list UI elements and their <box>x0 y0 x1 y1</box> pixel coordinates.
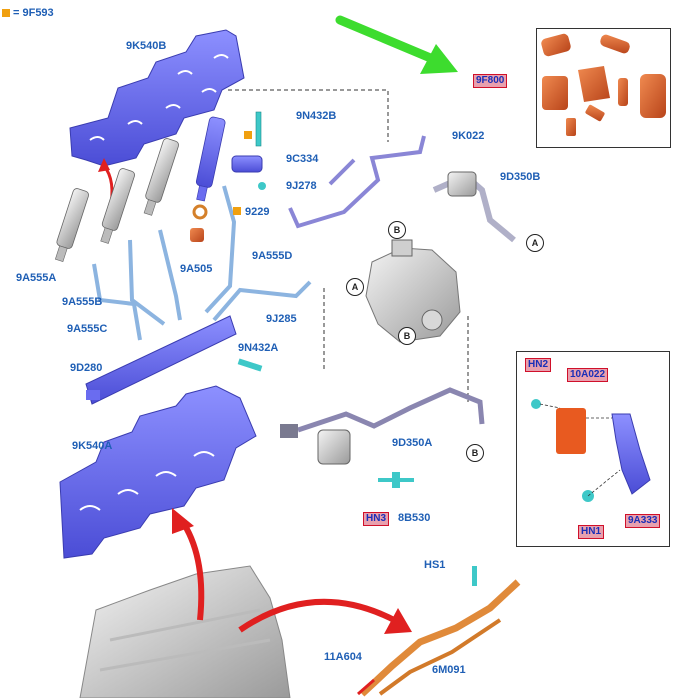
inset-label-bottom-mid[interactable]: HN1 <box>578 525 605 539</box>
upper-heat-shield <box>69 29 245 167</box>
label-9D350A[interactable]: 9D350A <box>392 437 433 449</box>
fuel-rail-part <box>85 315 237 405</box>
inset-label-bottom-right[interactable]: 9A333 <box>625 514 661 528</box>
bolt-hs1-part <box>472 566 477 586</box>
guide-lines <box>228 89 469 402</box>
callout-b-pump-side: B <box>398 327 416 345</box>
inset-frame <box>516 351 670 547</box>
legend-marker-icon <box>233 207 241 215</box>
label-9J278[interactable]: 9J278 <box>286 180 317 192</box>
label-9D280[interactable]: 9D280 <box>70 362 103 374</box>
sensor-part <box>231 155 263 173</box>
label-9K022[interactable]: 9K022 <box>452 130 485 142</box>
label-9K540B[interactable]: 9K540B <box>126 40 167 52</box>
label-9A555D[interactable]: 9A555D <box>252 250 293 262</box>
label-HS1[interactable]: HS1 <box>424 559 446 571</box>
sensor-seal-part <box>258 182 266 190</box>
rail-bolt-part <box>237 358 263 372</box>
label-9A555B[interactable]: 9A555B <box>62 296 103 308</box>
red-arrowhead-small-icon <box>98 158 110 172</box>
supply-hose-b-part <box>432 171 516 243</box>
red-arrowhead-right-icon <box>384 608 412 634</box>
legend-marker-icon <box>244 131 252 139</box>
legend-swatch-icon <box>2 9 10 17</box>
red-arrow-up-icon <box>181 522 205 621</box>
clamp-bolt-part <box>255 111 262 147</box>
legend-text: = 9F593 <box>13 7 54 19</box>
lower-heat-shield <box>59 385 257 559</box>
harness-tube-part <box>357 579 521 697</box>
label-9A555A[interactable]: 9A555A <box>16 272 57 284</box>
inset-label-top-left[interactable]: HN2 <box>525 358 552 372</box>
callout-b-pump-top: B <box>388 221 406 239</box>
engine-block <box>79 565 291 698</box>
seal-part <box>190 228 204 242</box>
fitting-code-label[interactable]: HN3 <box>363 512 390 526</box>
inset-parts <box>531 399 651 502</box>
label-9A505[interactable]: 9A505 <box>180 263 213 275</box>
label-9A555C[interactable]: 9A555C <box>67 323 108 335</box>
label-11A604[interactable]: 11A604 <box>324 651 362 663</box>
washer-part <box>192 204 208 220</box>
fuel-pump-part <box>365 239 461 343</box>
label-9C334[interactable]: 9C334 <box>286 153 319 165</box>
label-9D350B[interactable]: 9D350B <box>500 171 541 183</box>
label-9K540A[interactable]: 9K540A <box>72 440 113 452</box>
label-9229[interactable]: 9229 <box>245 206 270 218</box>
red-arrow-right-icon <box>238 598 400 633</box>
pressure-pipes <box>92 185 312 341</box>
supply-hose-a-part <box>280 387 485 465</box>
label-9N432A[interactable]: 9N432A <box>238 342 279 354</box>
return-hose-part <box>288 135 426 229</box>
injector-group <box>54 116 226 262</box>
green-arrow-icon <box>335 15 458 74</box>
callout-a-pump: A <box>346 278 364 296</box>
fitting-part <box>378 472 414 488</box>
label-9J285[interactable]: 9J285 <box>266 313 297 325</box>
label-9N432B[interactable]: 9N432B <box>296 110 337 122</box>
callout-a-hose: A <box>526 234 544 252</box>
callout-b-hose: B <box>466 444 484 462</box>
connector-kit-parts <box>541 33 666 136</box>
connector-kit-frame <box>536 28 671 148</box>
label-9F800[interactable]: 9F800 <box>473 74 508 88</box>
label-6M091[interactable]: 6M091 <box>432 664 466 676</box>
red-arrowhead-up-icon <box>172 508 194 534</box>
inset-label-top-mid[interactable]: 10A022 <box>567 368 609 382</box>
label-8B530[interactable]: 8B530 <box>398 512 431 524</box>
